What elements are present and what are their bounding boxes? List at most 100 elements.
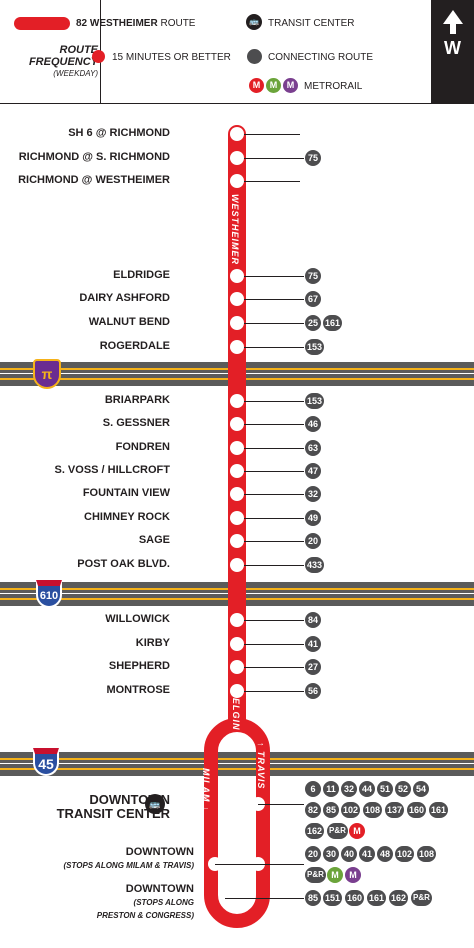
stop-label: MONTROSE (106, 684, 170, 696)
stop-label: SAGE (138, 534, 170, 546)
stop-label: SHEPHERD (108, 660, 170, 672)
connecting-route-badge[interactable]: 75 (305, 268, 321, 284)
connecting-route-badge[interactable]: 433 (305, 557, 325, 573)
connecting-route-badge[interactable]: 47 (305, 463, 321, 479)
connecting-route-badge[interactable]: 102 (341, 802, 361, 818)
connecting-route-badge[interactable]: 160 (345, 890, 365, 906)
stop-label: DAIRY ASHFORD (79, 292, 170, 304)
stop-label: RICHMOND @ S. RICHMOND (18, 151, 170, 163)
route-name-label: 82 WESTHEIMER ROUTE (76, 18, 196, 29)
connecting-route-badge[interactable]: 161 (323, 315, 343, 331)
stop-tick (244, 541, 304, 542)
connecting-route-badge[interactable]: P&R (305, 867, 326, 883)
connecting-route-badge[interactable]: 25 (305, 315, 321, 331)
stop-label: WILLOWICK (105, 613, 170, 625)
legend: 82 WESTHEIMER ROUTE ROUTE FREQUENCY (WEE… (0, 0, 474, 104)
street-label-westheimer: WESTHEIMER (230, 194, 240, 266)
metrorail-green-icon: M (266, 78, 281, 93)
connecting-route-badge[interactable]: 108 (363, 802, 383, 818)
stop-tick (244, 691, 304, 692)
stop-marker (230, 127, 244, 141)
connecting-route-badge[interactable]: 67 (305, 291, 321, 307)
frequency-subtitle: (WEEKDAY) (53, 69, 98, 78)
connecting-route-badge[interactable]: 160 (407, 802, 427, 818)
connecting-route-badge[interactable]: 32 (341, 781, 357, 797)
connecting-route-badge[interactable]: 41 (305, 636, 321, 652)
connecting-route-icon (247, 49, 262, 64)
connecting-route-badge[interactable]: 46 (305, 416, 321, 432)
connecting-route-badge[interactable]: 85 (305, 890, 321, 906)
transit-center-icon: 🚌 (145, 794, 165, 814)
connecting-route-badge[interactable]: 48 (377, 846, 393, 862)
connecting-route-badge[interactable]: 153 (305, 339, 325, 355)
stop-marker (230, 511, 244, 525)
connecting-route-badge[interactable]: 20 (305, 846, 321, 862)
connecting-route-badge[interactable]: 30 (323, 846, 339, 862)
interstate-45-shield-icon: 45 (33, 748, 59, 776)
stop-tick (244, 299, 304, 300)
direction-letter: W (444, 38, 461, 58)
connecting-route-badge[interactable]: 41 (359, 846, 375, 862)
connecting-route-badge[interactable]: 85 (323, 802, 339, 818)
connecting-route-badge[interactable]: 56 (305, 683, 321, 699)
connecting-route-badge[interactable]: P&R (411, 890, 432, 906)
stop-tick (244, 644, 304, 645)
connecting-route-badge[interactable]: 49 (305, 510, 321, 526)
stop-label: FONDREN (115, 441, 170, 453)
street-label-travis: ↑ TRAVIS (256, 742, 266, 790)
connecting-route-badge[interactable]: 82 (305, 802, 321, 818)
connecting-route-badge[interactable]: 162 (305, 823, 325, 839)
direction-indicator: W (431, 0, 474, 104)
frequency-title: ROUTE FREQUENCY (28, 44, 98, 68)
stop-tick (244, 347, 304, 348)
stop-tick (244, 134, 300, 135)
connecting-route-badge[interactable]: 75 (305, 150, 321, 166)
connecting-route-badge[interactable]: 137 (385, 802, 405, 818)
frequency-dot (92, 50, 105, 63)
stop-tick (244, 667, 304, 668)
stop-marker (230, 292, 244, 306)
metrorail-red-icon: M (249, 78, 264, 93)
stop-label-downtown-milam-travis: DOWNTOWN (STOPS ALONG MILAM & TRAVIS) (63, 846, 194, 870)
stop-marker (230, 340, 244, 354)
metrorail-red-icon: M (349, 823, 365, 839)
stop-marker (230, 316, 244, 330)
connecting-route-badge[interactable]: P&R (327, 823, 348, 839)
stop-marker (230, 558, 244, 572)
transit-center-icon: 🚌 (246, 14, 262, 30)
stop-label: CHIMNEY ROCK (84, 511, 170, 523)
stop-marker (230, 534, 244, 548)
connecting-route-badge[interactable]: 63 (305, 440, 321, 456)
connecting-route-badge[interactable]: 153 (305, 393, 325, 409)
connecting-route-badge[interactable]: 20 (305, 533, 321, 549)
connecting-route-badge[interactable]: 84 (305, 612, 321, 628)
connecting-route-badge[interactable]: 32 (305, 486, 321, 502)
transit-center-legend: TRANSIT CENTER (268, 18, 355, 29)
connecting-route-badge[interactable]: 161 (429, 802, 449, 818)
stop-marker (230, 174, 244, 188)
stop-tick (258, 804, 304, 805)
stop-tick (244, 494, 304, 495)
connecting-route-badge[interactable]: 52 (395, 781, 411, 797)
connecting-route-badge[interactable]: 44 (359, 781, 375, 797)
connecting-route-badge[interactable]: 40 (341, 846, 357, 862)
connecting-route-badge[interactable]: 27 (305, 659, 321, 675)
connecting-route-badge[interactable]: 51 (377, 781, 393, 797)
connecting-route-badge[interactable]: 102 (395, 846, 415, 862)
street-label-milam: MILAM ↓ (201, 768, 211, 812)
street-label-elgin: ELGIN (231, 698, 241, 731)
connecting-route-badge[interactable]: 6 (305, 781, 321, 797)
stop-marker (230, 151, 244, 165)
connecting-route-badge[interactable]: 162 (389, 890, 409, 906)
stop-tick (244, 323, 304, 324)
metrorail-legend: METRORAIL (304, 81, 363, 92)
connecting-route-badge[interactable]: 151 (323, 890, 343, 906)
stop-label: WALNUT BEND (88, 316, 170, 328)
connecting-route-badge[interactable]: 161 (367, 890, 387, 906)
stop-marker (230, 613, 244, 627)
stop-tick (225, 898, 304, 899)
toll-road-shield-icon: π (33, 359, 61, 389)
connecting-route-badge[interactable]: 108 (417, 846, 437, 862)
connecting-route-badge[interactable]: 54 (413, 781, 429, 797)
connecting-route-badge[interactable]: 11 (323, 781, 339, 797)
